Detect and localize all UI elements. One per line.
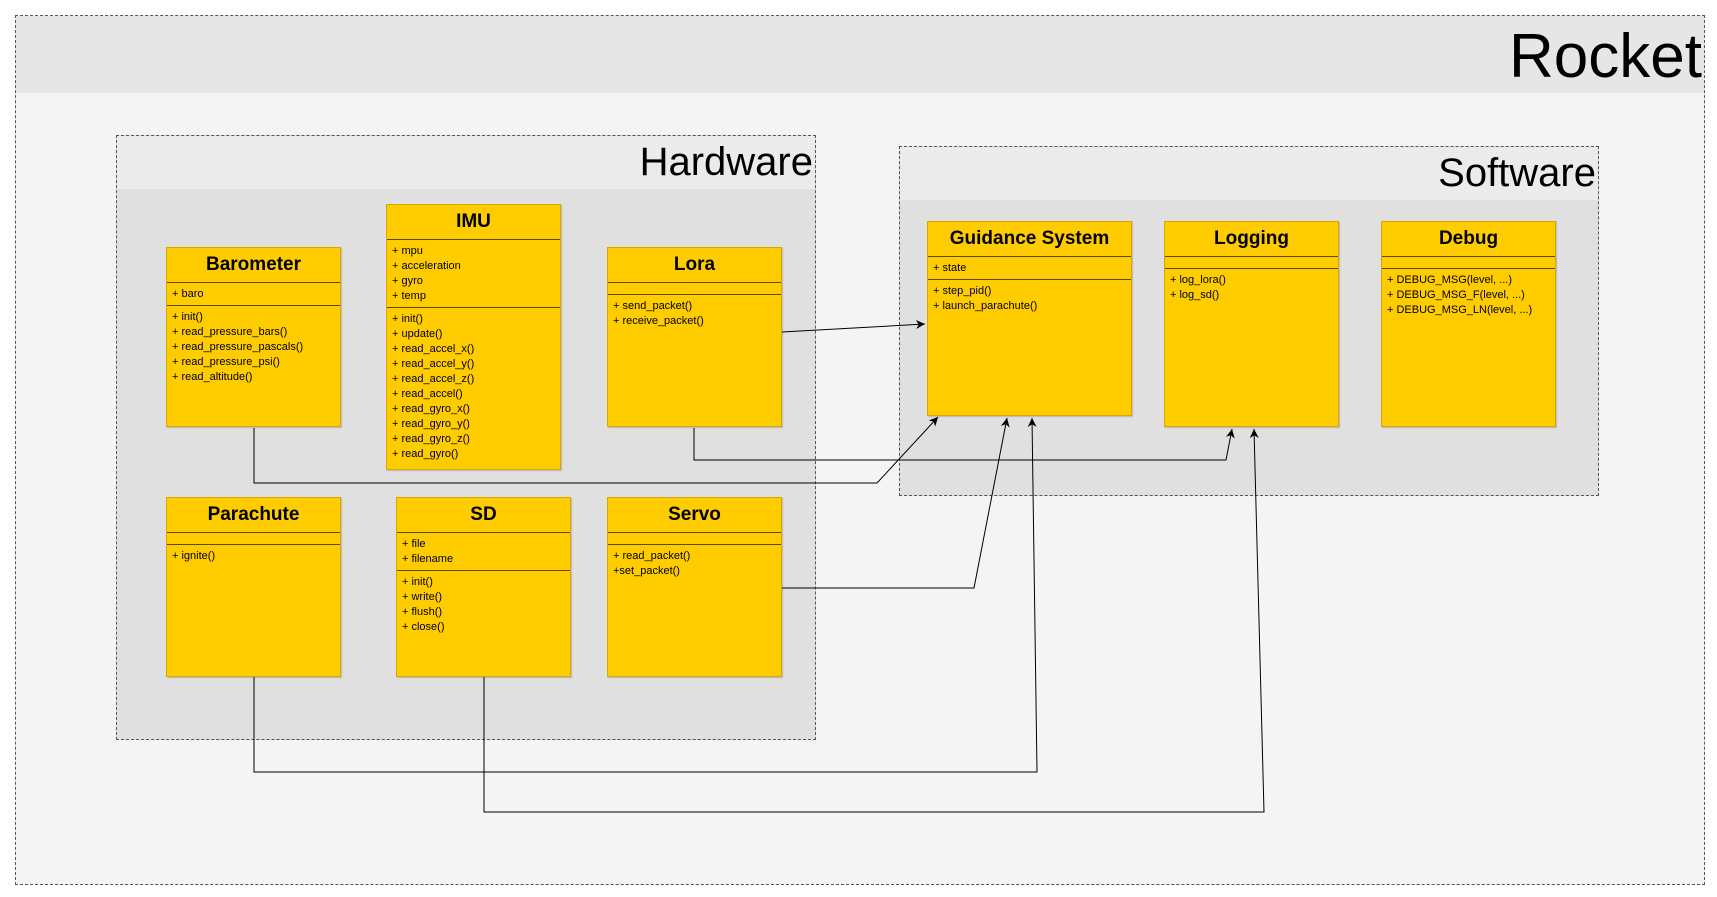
class-attribute: + mpu [392,245,423,257]
class-methods: + send_packet() + receive_packet() [608,295,781,332]
class-method: + write() [402,591,443,603]
class-method: + DEBUG_MSG_F(level, ...) [1387,289,1525,301]
class-method: + read_packet() [613,550,691,562]
class-attribute: + acceleration [392,260,461,272]
class-attributes: + baro [167,283,340,306]
class-method: + read_gyro_z() [392,433,470,445]
class-name: Debug [1382,222,1555,257]
class-methods: + init() + read_pressure_bars() + read_pre… [167,306,340,388]
class-methods: + DEBUG_MSG(level, ...) + DEBUG_MSG_F(lev… [1382,269,1555,321]
class-methods: + step_pid() + launch_parachute() [928,280,1131,317]
class-name: Logging [1165,222,1338,257]
class-method: + read_altitude() [172,371,253,383]
class-method: + update() [392,328,443,340]
rocket-frame-header: Rocket [16,16,1704,93]
class-method: + close() [402,621,445,633]
parachute-class[interactable]: Parachute + ignite() [166,497,341,677]
class-method: + log_lora() [1170,274,1226,286]
lora-class[interactable]: Lora + send_packet() + receive_packet() [607,247,782,427]
guidance-system-class[interactable]: Guidance System + state + step_pid() + laun… [927,221,1132,416]
class-attributes: + state [928,257,1131,280]
class-method: + read_gyro_y() [392,418,470,430]
class-attribute: + filename [402,553,454,565]
class-method: + read_gyro() [392,448,459,460]
class-name: Parachute [167,498,340,533]
class-attributes [608,283,781,295]
class-method: + read_accel() [392,388,463,400]
sd-class[interactable]: SD + file + filename + init() + write() + flu… [396,497,571,677]
class-method: + read_accel_y() [392,358,475,370]
class-attributes [1382,257,1555,269]
class-name: SD [397,498,570,533]
rocket-frame-title: Rocket [1509,22,1702,91]
class-method: + init() [392,313,423,325]
barometer-class[interactable]: Barometer + baro + init() + read_pressure_b… [166,247,341,427]
class-attribute: + gyro [392,275,423,287]
class-method: + ignite() [172,550,216,562]
software-frame-title: Software [1438,151,1596,195]
class-method: + read_accel_z() [392,373,475,385]
class-methods: + read_packet() +set_packet() [608,545,781,582]
class-method: + flush() [402,606,443,618]
class-method: + read_gyro_x() [392,403,470,415]
class-method: + init() [172,311,203,323]
class-attribute: + state [933,262,967,274]
class-name: Barometer [167,248,340,283]
class-method: + DEBUG_MSG(level, ...) [1387,274,1513,286]
class-attribute: + baro [172,288,204,300]
class-method: + send_packet() [613,300,693,312]
class-attribute: + temp [392,290,426,302]
class-method: +set_packet() [613,565,680,577]
debug-class[interactable]: Debug + DEBUG_MSG(level, ...) + DEBUG_MSG_… [1381,221,1556,427]
class-method: + receive_packet() [613,315,704,327]
class-method: + DEBUG_MSG_LN(level, ...) [1387,304,1533,316]
class-attributes [167,533,340,545]
class-attributes: + mpu + acceleration + gyro + temp [387,240,560,308]
class-methods: + log_lora() + log_sd() [1165,269,1338,306]
class-attribute: + file [402,538,426,550]
hardware-frame-header: Hardware [117,136,815,189]
class-method: + log_sd() [1170,289,1220,301]
class-attributes [608,533,781,545]
hardware-frame-title: Hardware [639,140,813,184]
class-method: + launch_parachute() [933,300,1038,312]
class-method: + step_pid() [933,285,992,297]
class-name: Lora [608,248,781,283]
class-method: + read_pressure_psi() [172,356,280,368]
class-method: + read_pressure_pascals() [172,341,304,353]
class-methods: + init() + update() + read_accel_x() + read… [387,308,560,465]
class-method: + read_pressure_bars() [172,326,288,338]
class-name: IMU [387,205,560,240]
software-frame-header: Software [900,147,1598,200]
class-method: + read_accel_x() [392,343,475,355]
class-name: Guidance System [928,222,1131,257]
class-method: + init() [402,576,433,588]
class-attributes [1165,257,1338,269]
class-name: Servo [608,498,781,533]
class-attributes: + file + filename [397,533,570,571]
logging-class[interactable]: Logging + log_lora() + log_sd() [1164,221,1339,427]
class-methods: + ignite() [167,545,340,567]
imu-class[interactable]: IMU + mpu + acceleration + gyro + temp + init… [386,204,561,470]
servo-class[interactable]: Servo + read_packet() +set_packet() [607,497,782,677]
class-methods: + init() + write() + flush() + close() [397,571,570,638]
